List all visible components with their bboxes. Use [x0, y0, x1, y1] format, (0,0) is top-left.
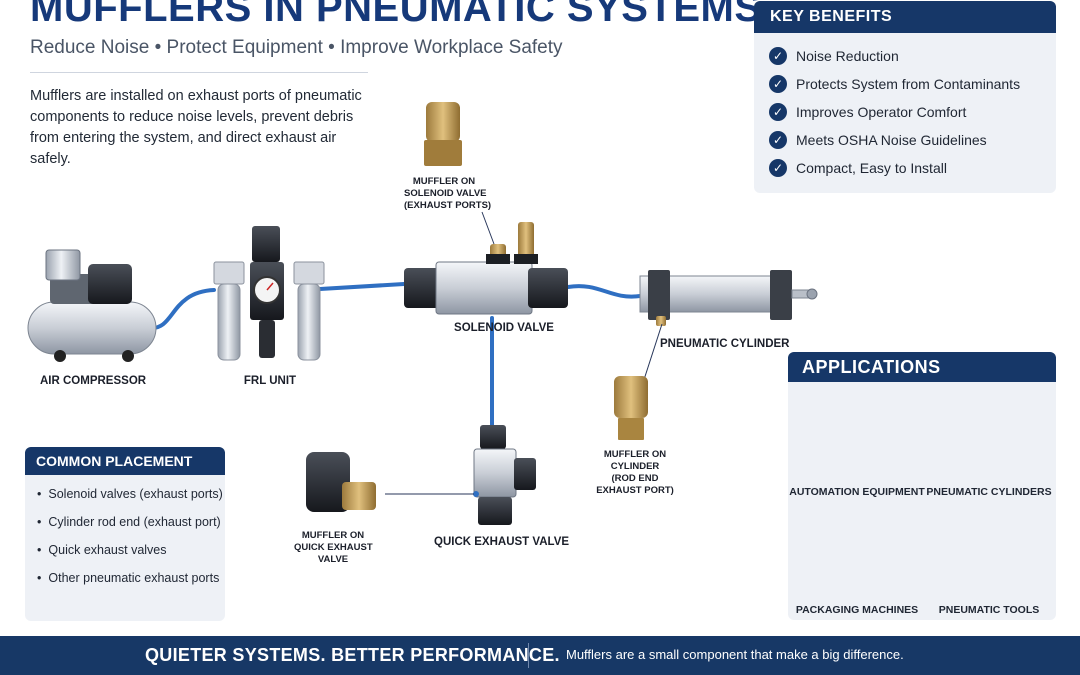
check-icon: ✓ [769, 47, 787, 65]
placement-item: •Quick exhaust valves [37, 543, 167, 557]
application-label: PACKAGING MACHINES [795, 604, 919, 616]
quick-exhaust-muffler-art [306, 452, 376, 512]
air-compressor-label: AIR COMPRESSOR [40, 375, 147, 387]
check-icon: ✓ [769, 159, 787, 177]
pneumatic-cylinder-illustration [639, 270, 818, 326]
air-compressor-illustration [27, 249, 157, 362]
solenoid-valve-illustration [404, 222, 568, 315]
benefit-item: ✓Noise Reduction [769, 42, 1056, 70]
common-placement-heading: COMMON PLACEMENT [25, 447, 225, 475]
quick-exhaust-callout-text: MUFFLER ON QUICK EXHAUST VALVE [294, 530, 373, 565]
cylinder-callout-text: MUFFLER ON CYLINDER (ROD END EXHAUST POR… [596, 449, 674, 496]
common-placement-panel: COMMON PLACEMENT •Solenoid valves (exhau… [25, 447, 225, 621]
check-icon: ✓ [769, 131, 787, 149]
footer-banner: QUIETER SYSTEMS. BETTER PERFORMANCE. Muf… [0, 636, 1080, 675]
benefit-item: ✓Improves Operator Comfort [769, 98, 1056, 126]
benefit-item: ✓Compact, Easy to Install [769, 154, 1056, 182]
footer-note: Mufflers are a small component that make… [566, 647, 904, 662]
intro-text: Mufflers are installed on exhaust ports … [30, 88, 362, 167]
quick-exhaust-valve-label: QUICK EXHAUST VALVE [434, 536, 570, 548]
cylinder-muffler-art [614, 376, 648, 440]
header-divider [30, 72, 368, 73]
quick-exhaust-valve-illustration [473, 425, 536, 525]
key-benefits-panel: KEY BENEFITS ✓Noise Reduction ✓Protects … [754, 1, 1056, 193]
benefit-item: ✓Protects System from Contaminants [769, 70, 1056, 98]
pneumatic-cylinder-label: PNEUMATIC CYLINDER [660, 338, 790, 350]
page-title: MUFFLERS IN PNEUMATIC SYSTEMS [30, 0, 762, 30]
application-label: PNEUMATIC CYLINDERS [926, 486, 1052, 498]
placement-item: •Solenoid valves (exhaust ports) [37, 487, 223, 501]
key-benefits-heading: KEY BENEFITS [754, 1, 1056, 33]
application-label: AUTOMATION EQUIPMENT [789, 486, 925, 498]
placement-item: •Cylinder rod end (exhaust port) [37, 515, 221, 529]
solenoid-valve-label: SOLENOID VALVE [454, 322, 554, 334]
applications-panel: APPLICATIONS [788, 352, 1056, 620]
footer-tagline: QUIETER SYSTEMS. BETTER PERFORMANCE. [145, 645, 560, 665]
applications-heading: APPLICATIONS [788, 352, 1056, 382]
page-subtitle: Reduce Noise • Protect Equipment • Impro… [30, 37, 563, 58]
solenoid-muffler-art [424, 102, 462, 166]
solenoid-callout-text: MUFFLER ON SOLENOID VALVE (EXHAUST PORTS… [404, 176, 492, 211]
application-label: PNEUMATIC TOOLS [938, 604, 1040, 616]
placement-item: •Other pneumatic exhaust ports [37, 571, 220, 585]
frl-unit-label: FRL UNIT [243, 375, 297, 387]
frl-unit-illustration [213, 226, 325, 361]
footer-divider [528, 643, 529, 668]
check-icon: ✓ [769, 103, 787, 121]
check-icon: ✓ [769, 75, 787, 93]
benefit-item: ✓Meets OSHA Noise Guidelines [769, 126, 1056, 154]
